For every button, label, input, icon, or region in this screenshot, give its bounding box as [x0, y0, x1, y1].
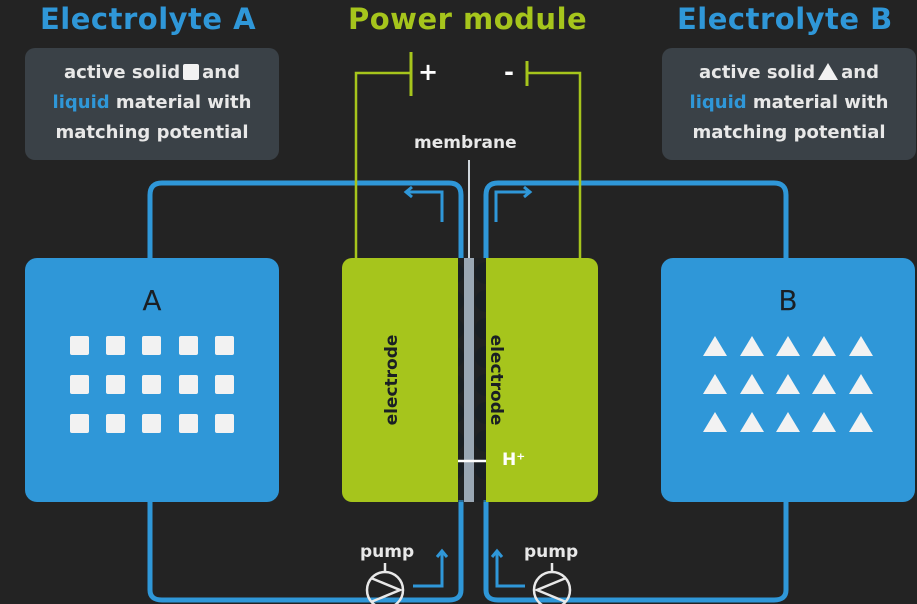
triangle-particle	[812, 412, 837, 432]
square-particle	[106, 375, 126, 394]
info-a-solid-text: active solid	[64, 62, 181, 83]
wire-negative	[527, 71, 582, 262]
square-particle	[106, 414, 126, 433]
square-particle	[142, 414, 162, 433]
square-particle	[215, 375, 235, 394]
info-b-line2: liquid material with	[662, 92, 916, 113]
electrode-right-label: electrode	[486, 334, 506, 426]
square-particle	[178, 375, 198, 394]
square-particle	[106, 336, 126, 355]
electrolyte-a-title: Electrolyte A	[40, 2, 257, 36]
pump-symbol-left	[365, 563, 405, 604]
pipe-left-bottom	[147, 498, 464, 603]
triangle-particle	[703, 412, 728, 432]
info-b-solid-text: active solid	[699, 62, 816, 83]
triangle-particle	[739, 336, 764, 356]
tank-a-label: A	[142, 284, 162, 317]
square-particle	[215, 414, 235, 433]
triangle-particle	[812, 374, 837, 394]
info-a-line1: active solid and	[25, 62, 279, 83]
pump-symbol-right	[532, 563, 572, 604]
pump-left-label: pump	[360, 542, 415, 562]
wire-positive	[354, 71, 411, 262]
tank-b-label: B	[778, 284, 798, 317]
info-b-and-text: and	[841, 62, 879, 83]
triangle-particle	[848, 374, 873, 394]
square-icon	[183, 64, 200, 80]
flow-arrow-right	[494, 185, 533, 222]
square-particle	[178, 414, 198, 433]
square-particle	[69, 414, 89, 433]
membrane-label: membrane	[414, 133, 517, 153]
power-module-title: Power module	[348, 2, 588, 36]
triangle-particle	[703, 374, 728, 394]
info-a-line3: matching potential	[55, 122, 249, 143]
triangle-particle	[703, 336, 728, 356]
triangle-particle	[848, 412, 873, 432]
pump-arrow-right	[490, 548, 525, 588]
electrode-left-label: electrode	[382, 334, 402, 426]
square-particle	[69, 336, 89, 355]
flow-arrow-left	[403, 185, 444, 222]
info-b-line3: matching potential	[692, 122, 886, 143]
triangle-particle	[775, 374, 800, 394]
info-a-material-text: material with	[115, 92, 252, 113]
membrane-strip	[464, 258, 474, 502]
triangle-particle	[848, 336, 873, 356]
tank-b-particles	[697, 336, 879, 432]
electrolyte-a-info-box: active solid and liquid material with mat…	[25, 48, 279, 160]
triangle-particle	[775, 412, 800, 432]
tank-a: A	[25, 258, 279, 502]
pipe-right-bottom	[483, 498, 789, 603]
pipe-left-top	[147, 180, 464, 262]
pump-right-label: pump	[524, 542, 579, 562]
square-particle	[215, 336, 235, 355]
info-b-line1: active solid and	[662, 62, 916, 83]
electrode-right-block: electrode	[486, 258, 598, 502]
pipe-right-top	[483, 180, 789, 262]
negative-terminal: -	[504, 58, 514, 86]
info-a-line2: liquid material with	[25, 92, 279, 113]
triangle-particle	[775, 336, 800, 356]
tank-b: B	[661, 258, 915, 502]
electrolyte-b-title: Electrolyte B	[677, 2, 893, 36]
square-particle	[178, 336, 198, 355]
info-a-and-text: and	[202, 62, 240, 83]
triangle-particle	[739, 412, 764, 432]
electrode-left-block: electrode	[342, 258, 458, 502]
square-particle	[142, 375, 162, 394]
electrolyte-b-info-box: active solid and liquid material with mat…	[662, 48, 916, 160]
info-a-liquid-text: liquid	[52, 92, 110, 113]
square-particle	[142, 336, 162, 355]
tank-a-particles	[61, 336, 243, 433]
info-b-liquid-text: liquid	[689, 92, 747, 113]
triangle-icon	[818, 63, 839, 80]
proton-label: H⁺	[502, 450, 526, 470]
triangle-particle	[812, 336, 837, 356]
square-particle	[69, 375, 89, 394]
info-b-material-text: material with	[752, 92, 889, 113]
pump-arrow-left	[413, 548, 449, 588]
positive-terminal: +	[418, 58, 439, 86]
triangle-particle	[739, 374, 764, 394]
